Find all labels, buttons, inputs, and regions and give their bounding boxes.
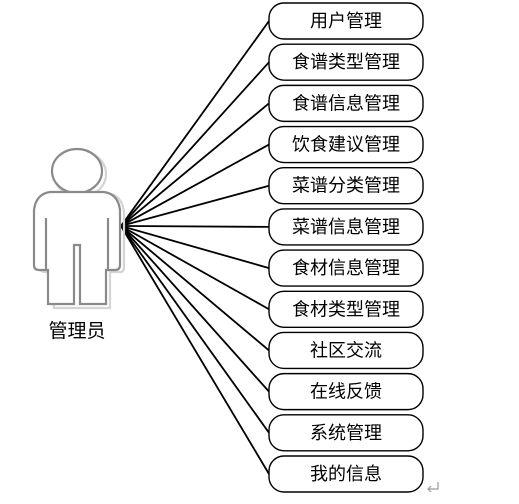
- use-case-box: [268, 43, 424, 81]
- use-case: 菜谱信息管理: [268, 208, 424, 246]
- use-case-box: [268, 84, 424, 123]
- use-case: 饮食建议管理: [268, 125, 424, 164]
- use-case-label: 用户管理: [310, 11, 382, 32]
- use-case-label: 社区交流: [310, 340, 382, 361]
- use-case: 社区交流: [268, 331, 424, 370]
- use-case: 食材类型管理: [268, 290, 424, 328]
- use-case: 系统管理: [268, 414, 424, 452]
- use-case-box: [268, 290, 424, 328]
- use-case-box: [268, 372, 424, 411]
- use-case-label: 菜谱分类管理: [292, 176, 400, 197]
- association-line: [120, 184, 270, 227]
- use-case-box: [268, 208, 424, 246]
- association-line: [120, 225, 270, 434]
- association-line: [120, 225, 270, 269]
- actor-figure: [32, 147, 126, 310]
- use-case-label: 我的信息: [310, 464, 382, 485]
- use-case-box: [268, 414, 424, 452]
- actor-label: 管理员: [48, 320, 105, 342]
- association-line: [120, 225, 270, 475]
- use-case-box: [268, 2, 424, 40]
- use-case: 食材信息管理: [268, 249, 424, 287]
- use-case: 用户管理: [268, 2, 424, 40]
- use-case-list: 用户管理食谱类型管理食谱信息管理饮食建议管理菜谱分类管理菜谱信息管理食材信息管理…: [268, 2, 424, 493]
- association-line: [120, 61, 270, 227]
- use-case-box: [268, 167, 424, 205]
- use-case-label: 食谱信息管理: [292, 93, 400, 114]
- use-case: 在线反馈: [268, 372, 424, 411]
- association-lines: [120, 20, 270, 475]
- actor-body: [32, 190, 122, 306]
- use-case-box: [268, 249, 424, 287]
- association-line: [120, 102, 270, 227]
- return-mark-icon: [427, 482, 439, 493]
- association-line: [120, 143, 270, 227]
- association-line: [120, 225, 270, 393]
- use-case-box: [268, 331, 424, 370]
- use-case: 食谱信息管理: [268, 84, 424, 123]
- association-line: [120, 20, 270, 227]
- use-case-box: [268, 455, 424, 493]
- use-case-label: 系统管理: [310, 423, 382, 444]
- use-case-label: 食谱类型管理: [292, 52, 400, 73]
- use-case: 食谱类型管理: [268, 43, 424, 81]
- association-line: [120, 225, 270, 311]
- use-case: 菜谱分类管理: [268, 167, 424, 205]
- use-case-box: [268, 125, 424, 164]
- use-case-label: 食材类型管理: [292, 299, 400, 320]
- use-case-label: 饮食建议管理: [292, 135, 400, 156]
- use-case: 我的信息: [268, 455, 424, 493]
- association-line: [120, 225, 270, 228]
- use-case-label: 食材信息管理: [292, 258, 400, 279]
- use-case-label: 在线反馈: [310, 382, 382, 403]
- use-case-label: 菜谱信息管理: [292, 217, 400, 238]
- actor-head: [50, 147, 104, 195]
- association-line: [120, 225, 270, 352]
